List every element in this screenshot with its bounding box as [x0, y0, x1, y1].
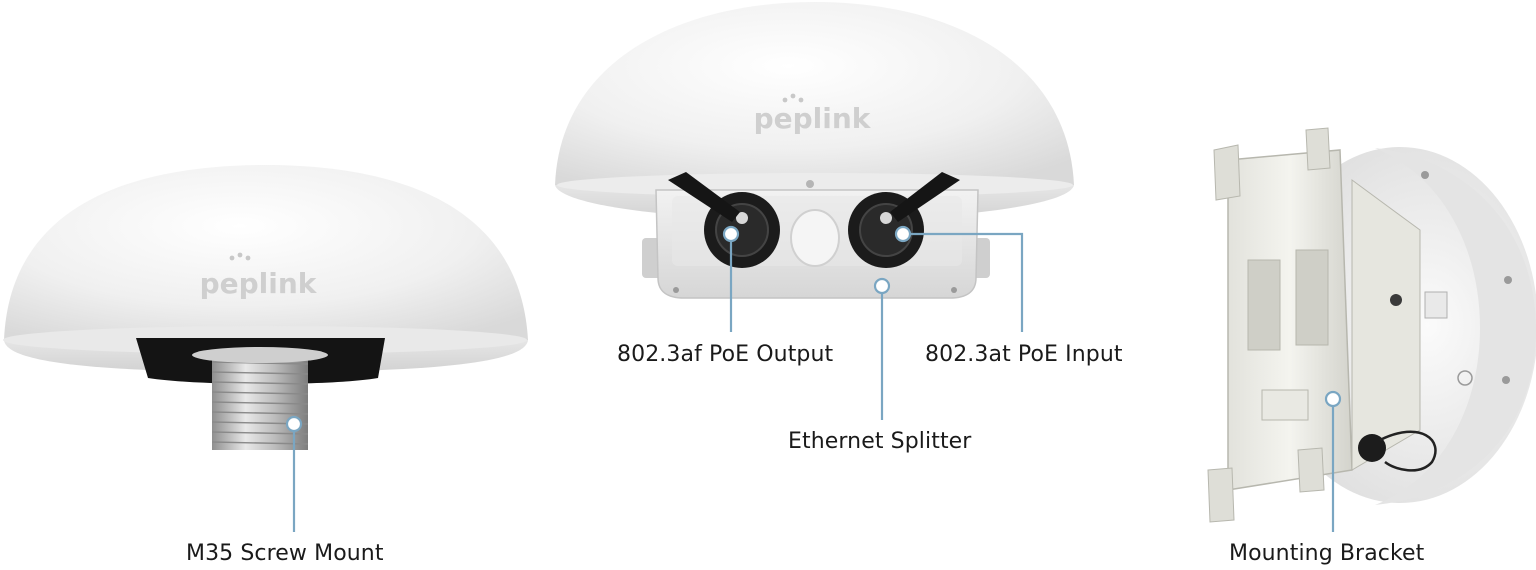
peplink-logo: peplink — [200, 252, 318, 300]
callout-label-mounting-bracket: Mounting Bracket — [1229, 541, 1425, 566]
svg-text:peplink: peplink — [200, 267, 318, 300]
callout-pointer-poe-output — [722, 225, 740, 332]
dome-antenna-bracket-view — [1207, 127, 1536, 523]
callout-label-poe-output: 802.3af PoE Output — [617, 342, 834, 367]
callout-pointer-bracket — [1324, 390, 1342, 532]
callout-label-poe-input: 802.3at PoE Input — [925, 342, 1123, 367]
dome-antenna-bottom-view: peplink — [3, 165, 528, 450]
callout-pointer-m35 — [285, 415, 303, 532]
callout-pointer-splitter — [873, 277, 891, 420]
svg-text:peplink: peplink — [754, 102, 872, 135]
callout-lines — [285, 225, 1342, 532]
callout-label-m35-screw-mount: M35 Screw Mount — [186, 541, 384, 566]
callout-label-ethernet-splitter: Ethernet Splitter — [788, 429, 972, 454]
ethernet-splitter-box — [642, 172, 990, 299]
peplink-logo: peplink — [754, 93, 872, 135]
dome-antenna-splitter-view: peplink — [555, 2, 1074, 299]
callout-pointer-poe-input — [894, 225, 1024, 332]
